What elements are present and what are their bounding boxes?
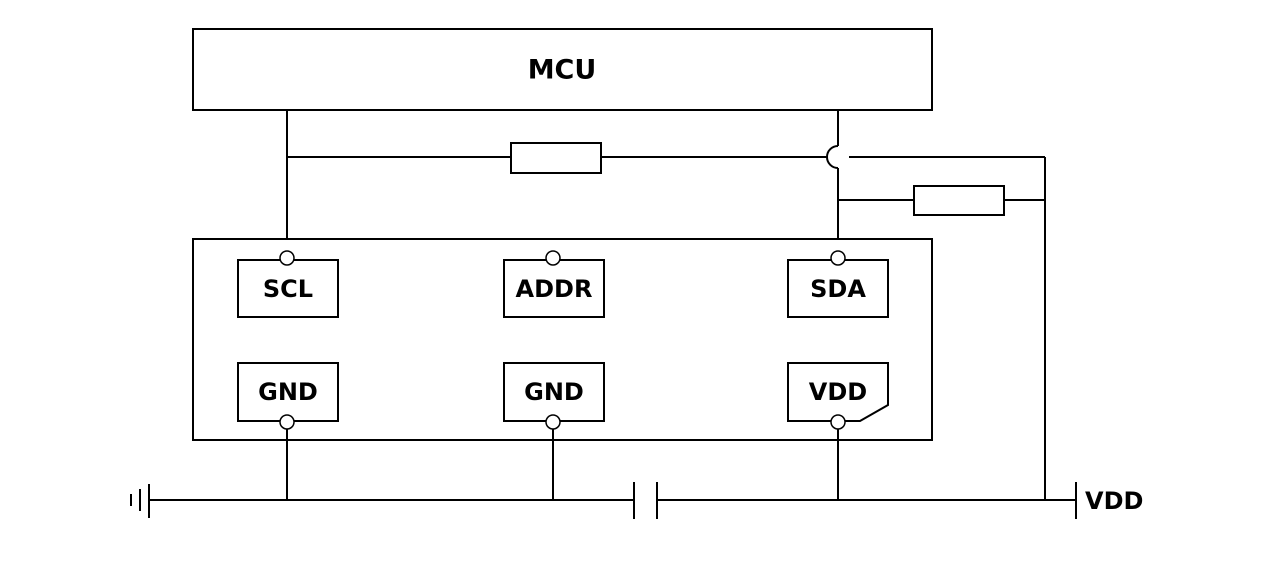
- pin-sda-box: [787, 259, 889, 318]
- pin-vdd-label: VDD: [809, 378, 867, 406]
- wire-crossover-hop: [826, 145, 839, 169]
- pin-gnd2-box: [503, 362, 605, 422]
- mcu-box: [192, 28, 933, 111]
- pin-addr-box: [503, 259, 605, 318]
- pin-gnd1-box: [237, 362, 339, 422]
- scl-pullup-resistor: [510, 142, 602, 174]
- pin-gnd1-label: GND: [258, 378, 318, 406]
- pin-scl-label: SCL: [263, 275, 313, 303]
- pin-sda-terminal: [830, 250, 846, 266]
- pin-gnd1-terminal: [279, 414, 295, 430]
- sensor-block: SCL ADDR SDA GND GND VDD: [192, 238, 933, 441]
- mcu-label: MCU: [528, 55, 597, 86]
- pin-vdd-terminal: [830, 414, 846, 430]
- vdd-supply-label: VDD: [1085, 487, 1143, 515]
- pin-gnd2-terminal: [545, 414, 561, 430]
- pin-scl-terminal: [279, 250, 295, 266]
- pin-scl-box: [237, 259, 339, 318]
- sda-pullup-resistor: [913, 185, 1005, 216]
- bus-wires: [286, 110, 1046, 500]
- pin-sda-label: SDA: [810, 275, 866, 303]
- pin-addr-label: ADDR: [516, 275, 593, 303]
- pin-vdd-box: [787, 362, 889, 422]
- mcu-block: MCU: [192, 28, 933, 111]
- pin-addr-terminal: [545, 250, 561, 266]
- pin-gnd2-label: GND: [524, 378, 584, 406]
